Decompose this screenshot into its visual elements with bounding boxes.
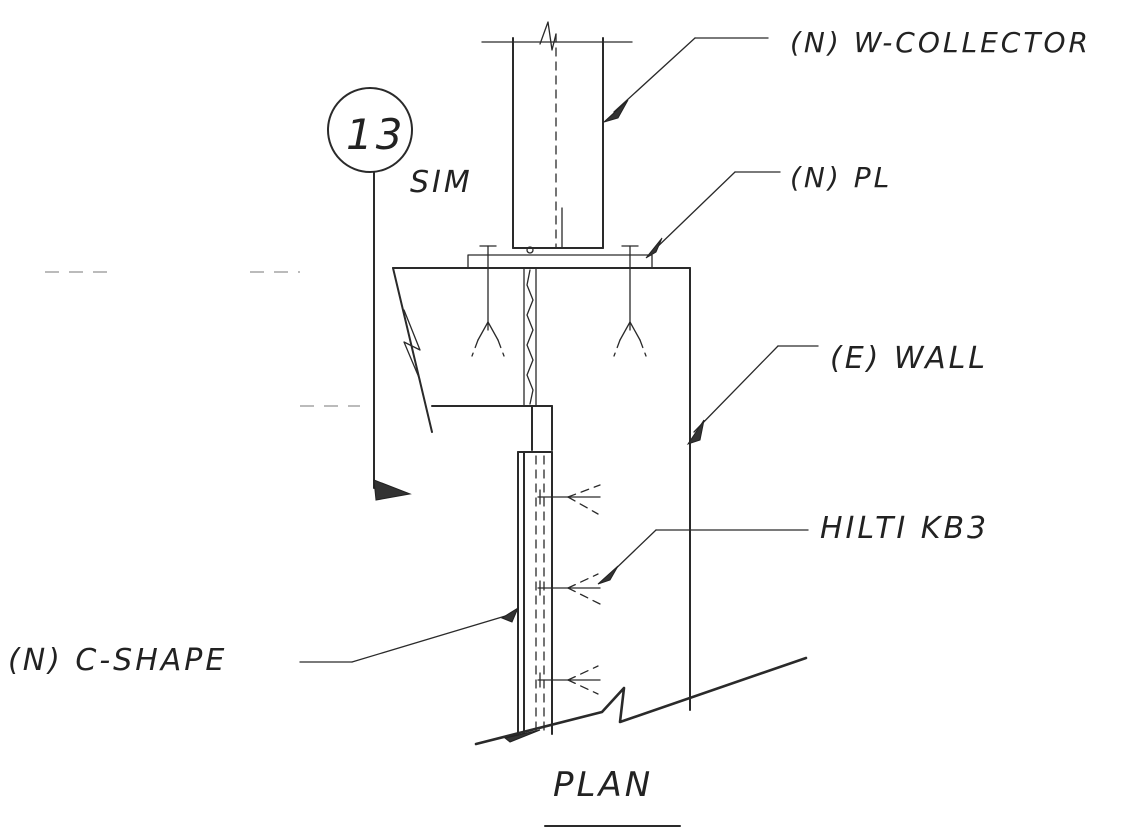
hilti-anchors: [537, 484, 601, 695]
existing-wall: [392, 267, 691, 711]
weld-line: [523, 267, 537, 407]
plate-label: (N) PL: [790, 161, 892, 194]
reference-lines: [45, 271, 360, 407]
wall-label: (E) WALL: [830, 341, 988, 376]
steel-plate: [467, 245, 653, 269]
drawing-title: PLAN: [544, 765, 681, 827]
plate-leader: (N) PL: [645, 161, 892, 259]
wall-leader: (E) WALL: [686, 341, 988, 445]
detail-bubble: 13 SIM: [327, 87, 473, 501]
channel-label: (N) C-SHAPE: [8, 643, 227, 678]
detail-number: 13: [346, 110, 405, 159]
plan-title: PLAN: [553, 765, 653, 805]
c-shape-channel: [517, 451, 553, 735]
sim-label: SIM: [410, 165, 473, 200]
bubble-arrowhead: [373, 479, 412, 501]
channel-leader: (N) C-SHAPE: [8, 606, 520, 678]
collector-label: (N) W-COLLECTOR: [790, 26, 1091, 59]
anchor-leader: HILTI KB3: [597, 511, 989, 585]
wall-anchors: [471, 267, 647, 357]
break-line: [474, 656, 808, 746]
anchor-label: HILTI KB3: [820, 511, 989, 546]
collector-leader: (N) W-COLLECTOR: [603, 26, 1091, 123]
w-collector-beam: [481, 21, 633, 249]
